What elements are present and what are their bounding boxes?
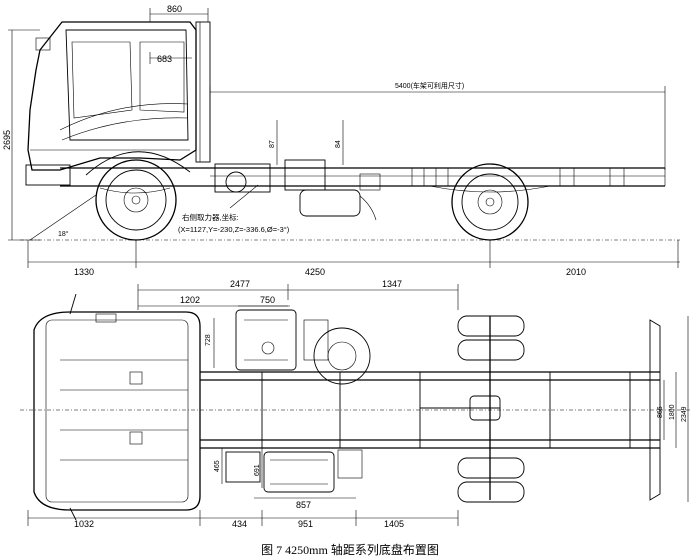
dim-1800: 1800 <box>669 404 676 420</box>
dim-wheelbase: 4250 <box>305 267 325 277</box>
dim-87: 87 <box>269 140 276 148</box>
dim-1405: 1405 <box>384 519 404 529</box>
crossmembers <box>261 372 631 448</box>
dim-728: 728 <box>205 334 212 346</box>
pto-note-line2: (X=1127,Y=-230,Z=-336.6,Ø=-3°) <box>178 225 290 234</box>
dim-865: 865 <box>657 406 664 418</box>
dim-1202: 1202 <box>180 295 200 305</box>
dim-434: 434 <box>232 519 247 529</box>
approach-angle: 18° <box>58 230 69 238</box>
dim-750: 750 <box>260 295 275 305</box>
top-view: 2477 1347 1202 750 728 <box>20 279 690 529</box>
dim-465: 465 <box>214 460 221 472</box>
side-view: 860 683 2695 5400(车架可利用尺寸) 87 84 <box>2 4 680 277</box>
rear-wheel <box>451 163 529 241</box>
dim-951: 951 <box>298 519 313 529</box>
rear-wheels-top <box>457 315 525 503</box>
dim-1347: 1347 <box>382 279 402 289</box>
pto-note-line1: 右侧取力器,坐标: <box>182 212 239 222</box>
figure-caption: 图 7 4250mm 轴距系列底盘布置图 <box>261 543 439 557</box>
dim-height-total: 2695 <box>2 130 12 150</box>
dim-front-overhang: 1330 <box>74 267 94 277</box>
dim-84: 84 <box>335 140 342 148</box>
dim-2477: 2477 <box>230 279 250 289</box>
front-wheel <box>95 159 177 241</box>
dim-2349: 2349 <box>681 406 688 422</box>
dim-1032: 1032 <box>74 519 94 529</box>
dim-cab-front: 860 <box>167 4 182 14</box>
dim-691: 691 <box>254 464 261 476</box>
dim-857: 857 <box>296 500 311 510</box>
dim-683: 683 <box>157 54 172 64</box>
dim-frame-usable: 5400(车架可利用尺寸) <box>395 81 464 90</box>
dim-rear-overhang: 2010 <box>566 267 586 277</box>
